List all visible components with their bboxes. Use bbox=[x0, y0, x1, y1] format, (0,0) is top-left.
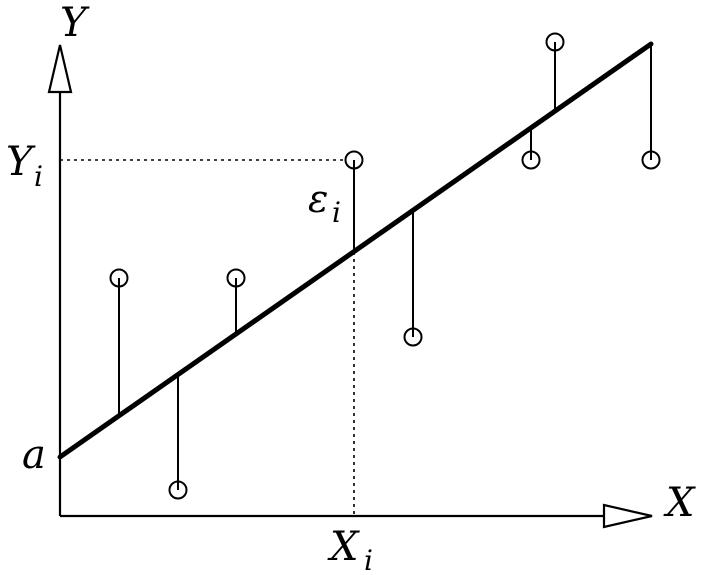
epsilon-subscript: i bbox=[332, 196, 341, 229]
circle-stems bbox=[118, 42, 652, 490]
x-axis-label: X bbox=[663, 480, 696, 526]
epsilon-label: ε bbox=[308, 177, 328, 221]
y-axis-label: Y bbox=[60, 0, 90, 46]
y-i-subscript: i bbox=[34, 160, 43, 193]
data-points bbox=[109, 32, 661, 500]
x-i-subscript: i bbox=[364, 544, 373, 575]
regression-line bbox=[57, 41, 654, 460]
x-i-label: X bbox=[327, 524, 360, 570]
y-i-label: Y bbox=[6, 139, 36, 185]
x-axis-arrow-icon bbox=[602, 503, 653, 529]
residuals bbox=[118, 42, 652, 490]
intercept-label: a bbox=[22, 432, 46, 478]
y-axis-arrow-icon bbox=[47, 44, 73, 94]
